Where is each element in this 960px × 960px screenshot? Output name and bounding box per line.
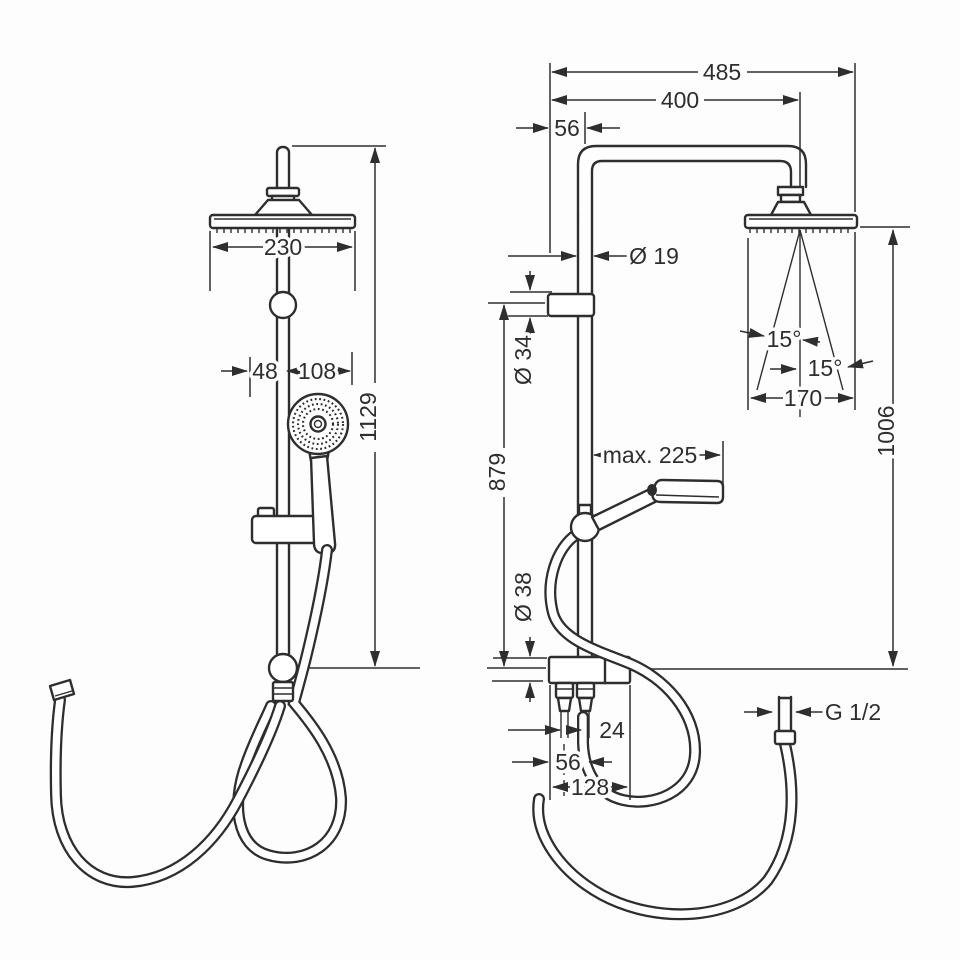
side-view: 485 400 56 Ø 19 Ø 34 [481,56,910,921]
dim-spray-width: 170 [750,382,854,415]
dim-riser-to-handshower-label: 108 [298,358,336,384]
dim-port-offset-label: 56 [555,749,581,775]
dim-offsets: 48 108 [221,352,353,397]
hose-connector [271,680,295,703]
dim-head-width: 230 [209,231,356,291]
spray-cone [756,229,844,417]
handshower-handle [309,454,337,555]
dim-total-height: 1129 [292,145,386,667]
dim-escutcheon-diameter: Ø 38 [492,569,547,702]
dim-port-spacing: 24 [508,714,628,747]
dim-rail-height-label: 879 [484,453,510,491]
dim-spray-angle-left-label: 15° [767,326,802,352]
dim-holder-diameter: Ø 34 [507,271,552,388]
shower-arm [576,144,808,218]
hose-end-fitting [48,678,76,702]
shower-hose [48,544,348,889]
dim-overall-reach-label: 485 [703,59,741,85]
extension-lines [549,63,856,800]
wall-holder [546,292,596,318]
hand-shower-side [569,478,725,543]
dim-rail-height: 879 [481,302,545,667]
dim-escutcheon-diameter-label: Ø 38 [510,572,536,622]
dim-wall-offset: 56 [516,112,620,145]
handshower-head-side [650,478,725,505]
dim-arm-reach: 400 [551,84,799,117]
dim-port-spacing-label: 24 [599,717,625,743]
dim-pipe-diameter-label: Ø 19 [629,243,679,269]
pipe-joint [268,290,298,320]
bottom-tee [267,652,299,684]
dim-overall-reach: 485 [551,56,854,89]
dim-spray-angle-left: 15° [739,323,821,356]
dim-connection-thread-label: G 1/2 [825,699,881,725]
dim-arm-reach-label: 400 [661,87,699,113]
handshower-hose [544,528,702,808]
dim-wall-offset-label: 56 [554,115,580,141]
dim-connection-thread: G 1/2 [744,696,885,729]
supply-hose [532,695,798,921]
dim-head-width-label: 230 [264,234,302,260]
dim-wall-to-riser-label: 48 [252,358,278,384]
dim-spray-width-label: 170 [784,385,822,411]
overhead-shower-side [743,185,859,233]
hand-shower [286,392,350,555]
overhead-shower [208,186,357,233]
slider-bracket [250,506,322,545]
dim-head-mount-height-label: 1006 [873,405,899,456]
dim-handshower-reach: max. 225 [593,439,721,472]
dim-base-width: 128 [552,771,628,804]
dim-port-offset: 56 [512,746,612,779]
dim-holder-diameter-label: Ø 34 [510,335,536,385]
riser-pipe-side [576,214,594,659]
hose-fitting [773,729,797,746]
dim-pipe-diameter: Ø 19 [508,240,682,273]
dim-head-mount-height: 1006 [860,226,910,667]
front-view: 230 48 108 1129 [48,145,420,889]
dim-base-width-label: 128 [571,774,609,800]
dim-spray-angle-right: 15° [770,352,874,385]
dim-spray-angle-right-label: 15° [808,355,843,381]
dim-handshower-reach-label: max. 225 [603,442,698,468]
dim-total-height-label: 1129 [355,392,381,441]
spray-nozzles [216,229,351,233]
spray-nozzles-side [749,229,849,233]
